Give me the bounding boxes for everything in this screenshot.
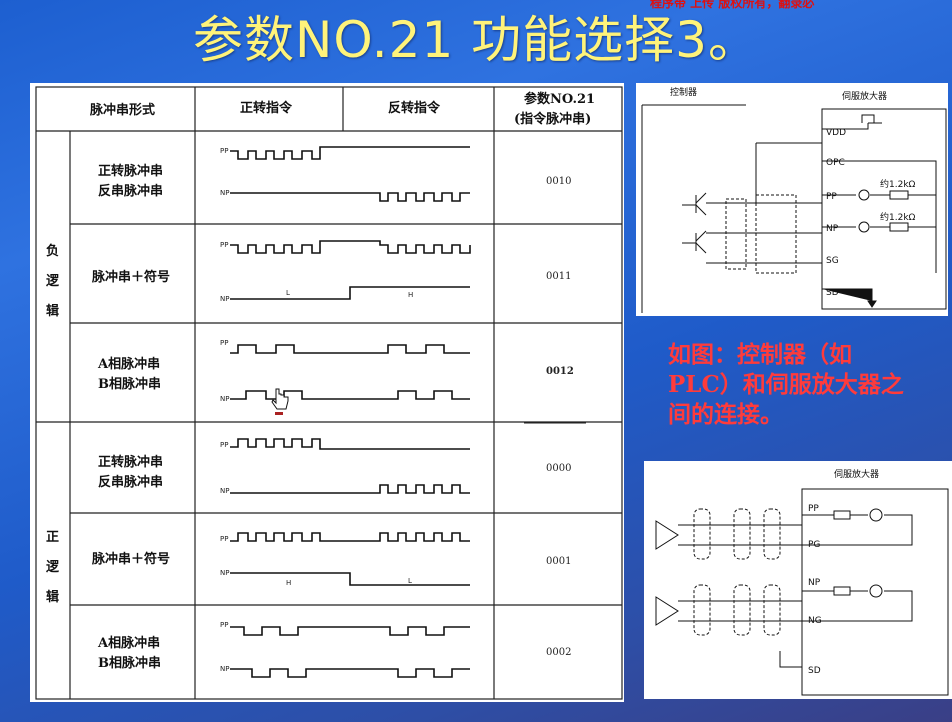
row3-form-l2: B相脉冲串 <box>98 376 161 392</box>
pin-np: NP <box>826 224 839 234</box>
row6-np-wave <box>230 668 470 678</box>
row3-pp-label: PP <box>220 339 228 347</box>
pin-vdd: VDD <box>826 128 846 138</box>
row3-np-wave <box>230 390 470 400</box>
header-param-sub: (指令脉冲串) <box>514 111 591 127</box>
amplifier-label: 伺服放大器 <box>842 90 887 102</box>
row1-pp-wave <box>230 146 470 160</box>
row4-code: 0000 <box>546 463 571 474</box>
controller-label: 控制器 <box>670 86 697 98</box>
pin-sd: SD <box>826 288 839 298</box>
pin2-np: NP <box>808 578 821 588</box>
row1-form-l1: 正转脉冲串 <box>98 163 163 179</box>
row5-np-label: NP <box>220 569 229 577</box>
header-forward: 正转指令 <box>240 100 293 116</box>
row1-code: 0010 <box>546 176 571 187</box>
row4-np-wave <box>230 484 470 494</box>
row5-np-high-label: H <box>286 579 291 587</box>
res1-label: 约1.2kΩ <box>880 178 916 190</box>
row6-form-l2: B相脉冲串 <box>98 655 161 671</box>
row2-np-low-label: L <box>286 289 290 297</box>
row4-form-l1: 正转脉冲串 <box>98 454 163 470</box>
row5-np-low-label: L <box>408 577 412 585</box>
row5-pp-wave <box>230 532 470 542</box>
row1-np-wave <box>230 192 470 202</box>
group-neg-2: 逻 <box>46 273 60 289</box>
header-param: 参数NO.21 <box>524 91 595 107</box>
row2-np-wave <box>230 286 470 300</box>
controller-circuit-diagram: 控制器 伺服放大器 VDD OPC PP NP SG SD 约1.2kΩ 约1.… <box>636 83 948 316</box>
hand-cursor-icon <box>271 388 289 415</box>
row1-np-label: NP <box>220 189 229 197</box>
slide-title: 参数NO.21 功能选择3。 <box>193 11 759 69</box>
connection-caption: 如图：控制器（如PLC）和伺服放大器之间的连接。 <box>668 341 904 428</box>
row4-pp-label: PP <box>220 441 228 449</box>
group-neg-1: 负 <box>46 243 59 259</box>
row3-pp-wave <box>230 344 470 354</box>
header-reverse: 反转指令 <box>388 100 441 116</box>
row6-code: 0002 <box>546 647 571 658</box>
header-form: 脉冲串形式 <box>89 102 155 118</box>
row1-form-l2: 反串脉冲串 <box>98 183 163 199</box>
pulse-train-table: 脉冲串形式 正转指令 反转指令 参数NO.21 (指令脉冲串) 负 逻 辑 正 … <box>30 83 624 702</box>
row5-pp-label: PP <box>220 535 228 543</box>
row6-form-l1: A相脉冲串 <box>97 635 160 651</box>
row4-pp-wave <box>230 438 470 450</box>
row6-np-label: NP <box>220 665 229 673</box>
row3-form-l1: A相脉冲串 <box>97 356 160 372</box>
group-pos-2: 逻 <box>46 559 60 575</box>
pin2-pp: PP <box>808 504 819 514</box>
amplifier2-label: 伺服放大器 <box>834 468 879 480</box>
row6-pp-wave <box>230 626 470 636</box>
row2-form-l1: 脉冲串＋符号 <box>91 269 170 285</box>
row2-np-label: NP <box>220 295 229 303</box>
row2-pp-wave <box>230 240 471 254</box>
row2-np-high-label: H <box>408 291 413 299</box>
pin2-sd: SD <box>808 666 821 676</box>
amplifier-circuit-diagram: 伺服放大器 PP PG NP NG SD <box>644 461 952 699</box>
group-pos-3: 辑 <box>46 589 59 605</box>
row6-pp-label: PP <box>220 621 228 629</box>
pin-sg: SG <box>826 256 839 266</box>
res2-label: 约1.2kΩ <box>880 211 916 223</box>
corner-text: 程序带 上传 版权所有，翻录必 <box>650 0 815 10</box>
group-pos-1: 正 <box>46 530 59 545</box>
row4-form-l2: 反串脉冲串 <box>98 474 163 490</box>
row3-np-label: NP <box>220 395 229 403</box>
row5-code: 0001 <box>546 556 571 567</box>
row4-np-label: NP <box>220 487 229 495</box>
row2-pp-label: PP <box>220 241 228 249</box>
pin-opc: OPC <box>826 158 845 168</box>
pin-pp: PP <box>826 192 837 202</box>
row5-np-wave <box>230 572 470 586</box>
row5-form-l1: 脉冲串＋符号 <box>91 551 170 567</box>
row3-code: 0012 <box>546 366 574 377</box>
row1-pp-label: PP <box>220 147 228 155</box>
row2-code: 0011 <box>546 271 571 282</box>
group-neg-3: 辑 <box>46 303 59 319</box>
